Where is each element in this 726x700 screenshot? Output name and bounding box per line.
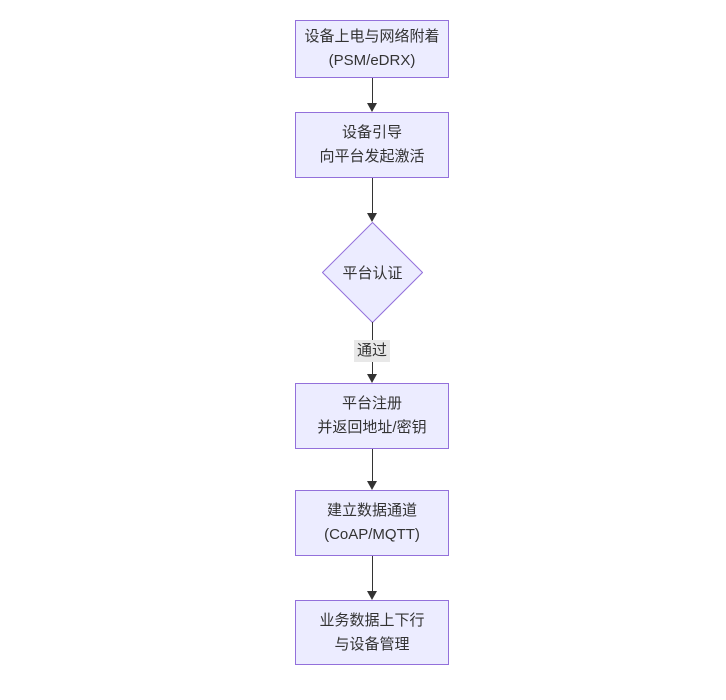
node-label-line: 平台认证 bbox=[342, 265, 403, 282]
node-label-line: 设备上电与网络附着 bbox=[304, 28, 440, 45]
node-register: 平台注册 并返回地址/密钥 bbox=[295, 383, 449, 449]
node-data-channel: 建立数据通道 (CoAP/MQTT) bbox=[295, 490, 449, 556]
node-label-line: 设备引导 bbox=[341, 124, 402, 141]
node-label-line: 与设备管理 bbox=[334, 635, 410, 653]
arrowhead-icon bbox=[367, 481, 377, 490]
edge-power-to-bootstrap bbox=[372, 78, 373, 104]
node-label-line: (CoAP/MQTT) bbox=[324, 526, 420, 543]
edge-label-pass: 通过 bbox=[353, 340, 391, 362]
node-label-line: (PSM/eDRX) bbox=[328, 52, 416, 69]
edge-channel-to-business bbox=[372, 556, 373, 592]
node-label-line: 业务数据上下行 bbox=[319, 611, 425, 629]
edge-register-to-channel bbox=[372, 449, 373, 482]
node-label-line: 向平台发起激活 bbox=[319, 148, 425, 165]
arrowhead-icon bbox=[367, 103, 377, 112]
node-label-line: 平台注册 bbox=[341, 395, 402, 412]
node-platform-auth: 平台认证 bbox=[322, 222, 423, 323]
node-power-attach: 设备上电与网络附着 (PSM/eDRX) bbox=[295, 20, 449, 78]
node-label-line: 建立数据通道 bbox=[326, 502, 417, 519]
node-business-data: 业务数据上下行 与设备管理 bbox=[295, 600, 449, 665]
edge-bootstrap-to-auth bbox=[372, 178, 373, 214]
node-bootstrap: 设备引导 向平台发起激活 bbox=[295, 112, 449, 178]
arrowhead-icon bbox=[367, 213, 377, 222]
arrowhead-icon bbox=[367, 591, 377, 600]
arrowhead-icon bbox=[367, 374, 377, 383]
node-label-line: 并返回地址/密钥 bbox=[317, 419, 427, 436]
